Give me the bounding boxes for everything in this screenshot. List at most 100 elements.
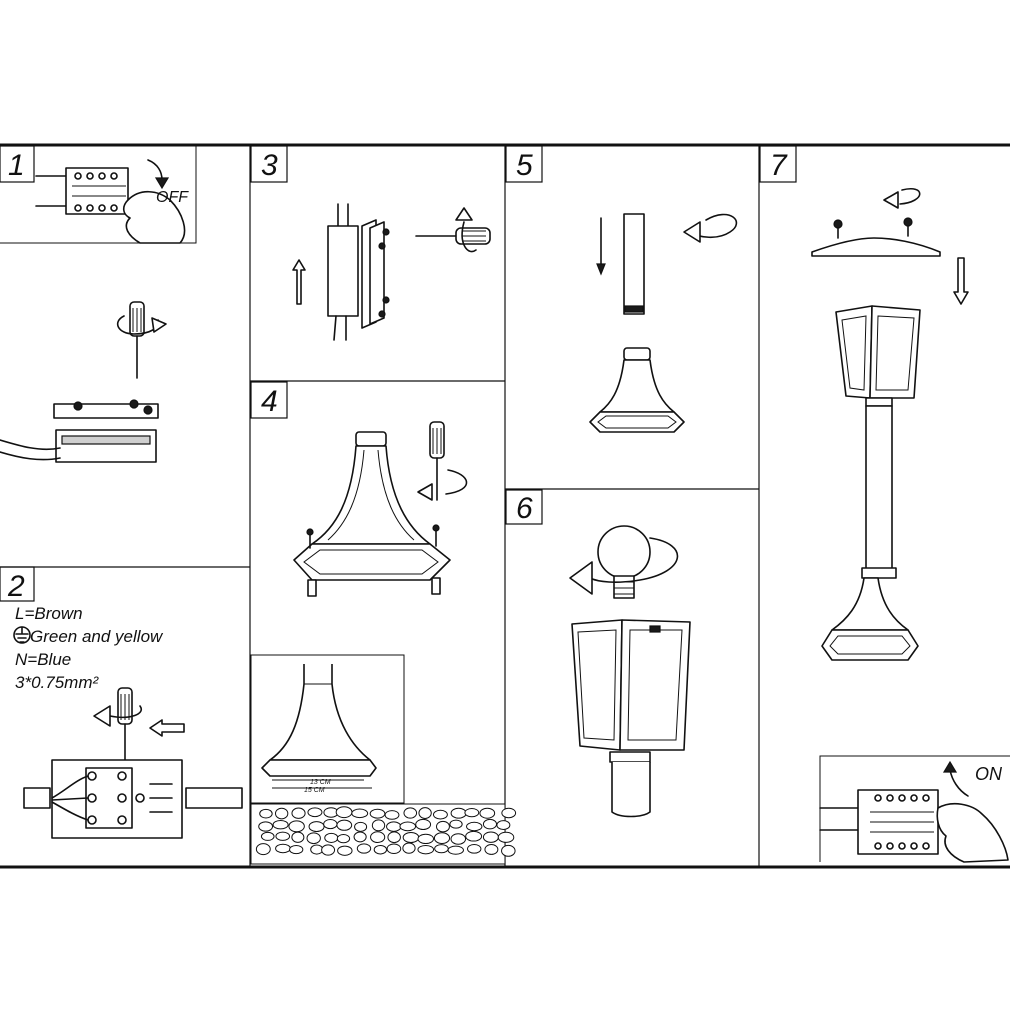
gravel-stone (450, 807, 467, 819)
gravel-stone (482, 818, 498, 830)
gravel-stone (482, 831, 499, 843)
gravel-stone (501, 807, 517, 819)
gravel-stone (402, 831, 420, 844)
step-4-panel: 4 13 CM 15 CM (250, 381, 517, 865)
gravel-stone (449, 819, 463, 829)
wire-size-label: 3*0.75mm² (15, 673, 99, 692)
gravel-stone (369, 808, 386, 819)
step-number: 1 (8, 149, 25, 182)
left-arrow-icon (149, 719, 185, 737)
step-number-box (0, 566, 35, 602)
gravel-stone (307, 807, 323, 818)
wire-ground-label: Green and yellow (30, 627, 164, 646)
gravel-stone (418, 807, 432, 819)
step-5-panel: 5 (505, 145, 738, 433)
gravel-stone (433, 832, 451, 844)
gravel-stone (436, 820, 450, 833)
gravel-stone (402, 842, 416, 854)
screwdriver-icon (429, 421, 445, 501)
gravel-stone (403, 807, 418, 819)
gravel-stone (259, 808, 273, 819)
wire-blue-label: N=Blue (15, 650, 71, 669)
gravel-stone (479, 807, 496, 819)
rotate-arrow-icon (899, 188, 921, 205)
step-number: 4 (261, 385, 278, 418)
gravel-stone (386, 843, 402, 855)
gravel-stone (336, 834, 351, 844)
gravel-stone (336, 819, 353, 831)
gravel-stone (335, 806, 353, 819)
rotate-arrow-icon (949, 769, 969, 797)
rotate-arrow-icon (589, 537, 679, 583)
step-1-panel: 1 OFF (0, 145, 197, 463)
gravel-stone (465, 830, 483, 842)
step-2-panel: 2 L=Brown Green and yellow N=Blue 3*0.75… (0, 566, 243, 839)
gravel-stone (289, 845, 304, 855)
screwdriver-icon (129, 301, 145, 379)
gravel-stone (434, 844, 449, 854)
pole-tube-icon (623, 213, 645, 315)
gravel-stone (370, 831, 386, 843)
terminal-block-icon (857, 789, 939, 855)
gravel-stone (356, 843, 372, 854)
gravel-stone (497, 831, 515, 843)
lamp-cap-icon (811, 217, 941, 257)
wire-brown-label: L=Brown (15, 604, 83, 623)
rotate-arrow-icon (109, 705, 143, 719)
gravel-stone (260, 831, 275, 841)
lamp-head-icon (571, 619, 691, 818)
ground-symbol-icon (13, 626, 31, 644)
hand-icon (936, 802, 1009, 863)
gravel-stone (310, 844, 324, 855)
screwdriver-icon (415, 227, 491, 245)
gravel-stone (354, 821, 368, 832)
gravel-stone (306, 832, 321, 845)
dimension-15cm: 15 CM (304, 787, 325, 794)
gravel-stone (417, 833, 435, 845)
step-number: 7 (770, 149, 788, 182)
gravel-stone (291, 831, 305, 843)
step-7-panel: 7 ON (759, 145, 1010, 863)
gravel-stone (323, 819, 338, 830)
gravel-stone (255, 843, 271, 856)
gravel-stone (466, 821, 483, 832)
gravel-stone (464, 808, 480, 818)
dimension-13cm: 13 CM (310, 779, 331, 786)
gravel-stone (291, 807, 306, 819)
junction-box-icon (0, 399, 159, 463)
gravel-stone (496, 820, 511, 831)
step-6-panel: 6 (505, 489, 691, 818)
gravel-stone (258, 821, 274, 832)
gravel-stones (255, 806, 517, 857)
step-number-box (505, 145, 543, 183)
rotate-arrow-icon (461, 221, 477, 253)
gravel-stone (351, 808, 369, 819)
gravel-stone (386, 821, 402, 832)
terminal-block-icon (35, 167, 129, 215)
gravel-stone (275, 831, 291, 841)
gravel-stone (288, 820, 305, 833)
gravel-stone (275, 843, 291, 854)
step-number: 3 (261, 149, 278, 182)
rotate-arrow-icon (445, 469, 468, 495)
lamp-base-icon (293, 431, 451, 581)
junction-box-icon (327, 225, 359, 317)
gravel-stone (501, 844, 516, 857)
gravel-stone (450, 833, 467, 845)
assembled-lamp-icon (821, 305, 921, 661)
step-number-box (759, 145, 797, 183)
dimension-inset (250, 654, 405, 804)
gravel-stone (321, 844, 336, 856)
gravel-stone (384, 810, 400, 820)
screwdriver-icon (117, 687, 133, 771)
inset-frame (0, 146, 197, 244)
gravel-stone (272, 820, 289, 830)
hand-icon (122, 190, 186, 244)
inset-frame (819, 755, 1010, 862)
bulb-icon (597, 525, 651, 599)
gravel-stone (308, 821, 325, 833)
gravel-stone (447, 845, 464, 855)
gravel-stone (353, 831, 367, 843)
lamp-base-icon (589, 347, 685, 433)
